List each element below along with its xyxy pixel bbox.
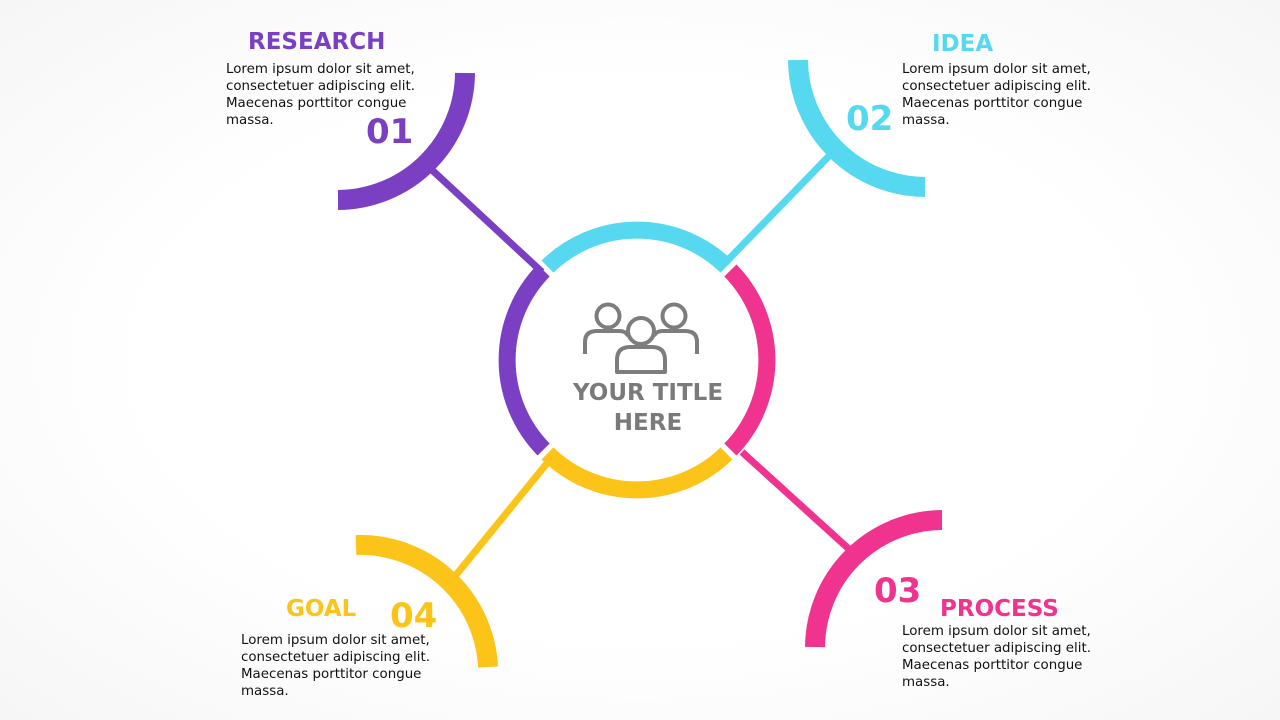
- ring-segment-research: [498, 264, 550, 456]
- people-group-icon: [583, 302, 699, 374]
- step-description-goal: Lorem ipsum dolor sit amet, consectetuer…: [241, 633, 430, 699]
- outer-arc-goal: [355, 534, 498, 668]
- outer-arc-idea: [788, 59, 926, 197]
- step-title-goal: GOAL: [286, 596, 357, 622]
- ring-segment-process: [724, 264, 776, 456]
- step-title-research: RESEARCH: [248, 29, 386, 55]
- step-description-idea: Lorem ipsum dolor sit amet, consectetuer…: [902, 62, 1091, 128]
- center-title: YOUR TITLE HERE: [572, 380, 724, 436]
- step-number-goal: 04: [390, 596, 438, 636]
- step-description-process: Lorem ipsum dolor sit amet, consectetuer…: [902, 624, 1091, 690]
- step-title-process: PROCESS: [940, 596, 1059, 622]
- connector-idea: [723, 152, 833, 265]
- step-description-research: Lorem ipsum dolor sit amet, consectetuer…: [226, 62, 415, 128]
- connector-goal: [453, 459, 551, 578]
- ring-segment-idea: [541, 221, 733, 273]
- connector-research: [429, 167, 545, 275]
- connector-process: [739, 449, 853, 553]
- step-number-idea: 02: [846, 99, 894, 139]
- ring-segment-goal: [541, 447, 733, 499]
- step-number-research: 01: [366, 112, 414, 152]
- outer-arc-process: [805, 510, 943, 648]
- outer-arc-research: [337, 72, 475, 210]
- step-number-process: 03: [874, 571, 922, 611]
- step-title-idea: IDEA: [932, 31, 994, 57]
